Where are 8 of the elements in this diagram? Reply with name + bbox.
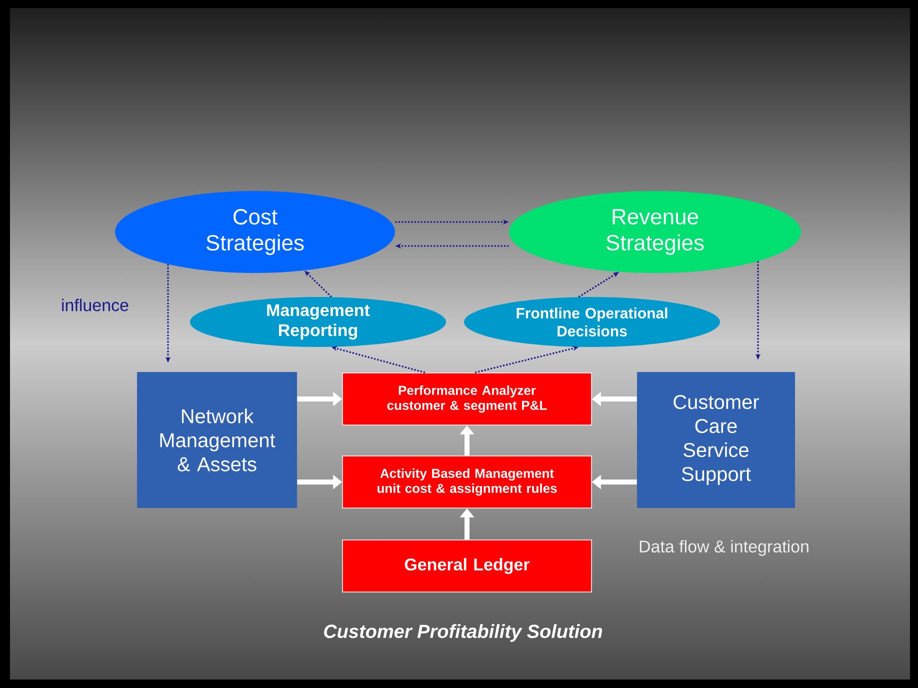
process-box: Performance Analyzer customer & segment P&L (342, 372, 592, 426)
annotation-text: influence (62, 298, 128, 312)
system-box: Network Management & Assets (137, 372, 297, 508)
ledger-box: General Ledger (342, 540, 592, 592)
caption: Customer Profitability Solution (324, 624, 602, 642)
annotation-text: Data flow & integration (640, 540, 808, 556)
process-box: Activity Based Management unit cost & assignment rules (342, 456, 592, 508)
system-box: Customer Care Service Support (637, 372, 795, 508)
